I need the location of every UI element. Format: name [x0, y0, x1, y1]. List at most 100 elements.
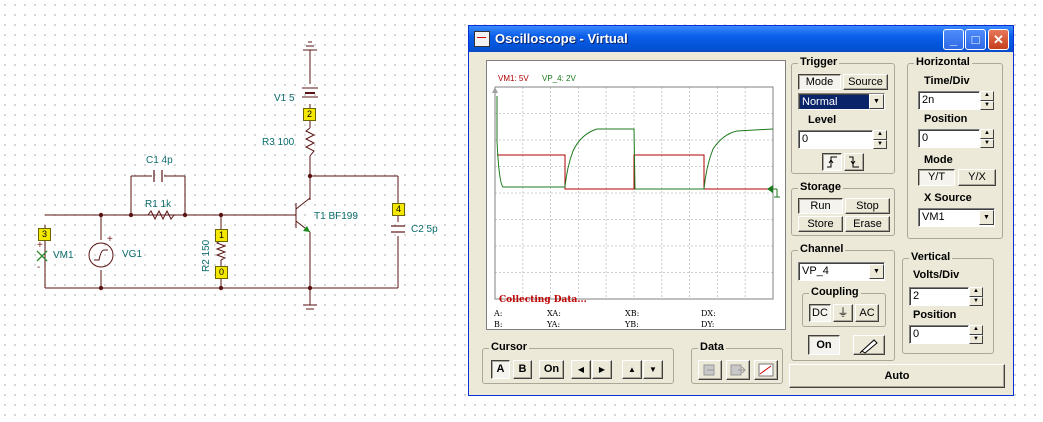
time-div-field[interactable]: 2n — [918, 91, 980, 110]
c1-label[interactable]: C1 4p — [146, 155, 173, 166]
cursor-b-button[interactable]: B — [513, 360, 532, 379]
vertical-position-field[interactable]: 0 — [909, 325, 969, 344]
storage-group: Storage Run Stop Store Erase — [791, 181, 895, 236]
vertical-position-label: Position — [913, 309, 957, 321]
x-source-label: X Source — [924, 192, 972, 204]
node-tag-3: 3 — [38, 228, 51, 241]
channel-probe-button[interactable] — [853, 335, 885, 355]
trigger-mode-tab[interactable]: Mode — [798, 74, 841, 90]
probe-pen-icon — [859, 339, 878, 354]
channel-group-title: Channel — [798, 243, 846, 255]
time-div-spinner[interactable]: ▲▼ — [980, 91, 994, 110]
trigger-mode-select[interactable]: Normal — [798, 93, 885, 110]
c2-label[interactable]: C2 5p — [411, 224, 438, 235]
minus-sign: - — [37, 262, 41, 273]
oscilloscope-app-icon — [474, 31, 490, 47]
vg1-label[interactable]: VG1 — [122, 249, 143, 260]
trigger-level-spinner[interactable]: ▲▼ — [873, 130, 887, 149]
trigger-level-field[interactable]: 0 — [798, 130, 873, 149]
schematic-canvas[interactable]: 3 2 1 0 4 V1 5 R3 100 C1 4p R1 1k T1 BF1… — [0, 0, 460, 422]
vm1-label[interactable]: VM1 — [53, 250, 74, 261]
readout-xb: XB: — [625, 309, 640, 318]
cursor-a-button[interactable]: A — [491, 360, 510, 379]
coupling-gnd-button[interactable]: ⏚ — [833, 304, 853, 322]
x-source-select[interactable]: VM1 — [918, 208, 995, 227]
maximize-button[interactable]: □ — [965, 29, 986, 50]
r2-label[interactable]: R2 150 — [201, 239, 212, 272]
data-export-button[interactable] — [726, 360, 750, 380]
data-group-title: Data — [698, 341, 726, 353]
node-tag-4: 4 — [392, 203, 405, 216]
trigger-mode-dropdown-arrow[interactable]: ▼ — [869, 94, 884, 109]
mode-yx-button[interactable]: Y/X — [958, 169, 996, 186]
scope-screen[interactable]: VM1: 5V VP_4: 2V — [486, 60, 786, 330]
storage-run-button[interactable]: Run — [798, 198, 843, 214]
horizontal-position-label: Position — [924, 113, 968, 125]
t1-label[interactable]: T1 BF199 — [314, 211, 358, 222]
readout-ya: YA: — [547, 320, 561, 329]
data-export-icon — [730, 364, 746, 376]
horizontal-group-title: Horizontal — [914, 56, 972, 68]
node-tag-2: 2 — [303, 108, 316, 121]
title-bar[interactable]: Oscilloscope - Virtual _ □ ✕ — [469, 26, 1013, 52]
node-tag-0: 0 — [215, 266, 228, 279]
trigger-falling-edge-button[interactable] — [844, 153, 864, 171]
cursor-right-button[interactable]: ▶ — [592, 360, 612, 379]
horizontal-position-spinner[interactable]: ▲▼ — [980, 129, 994, 148]
plus-sign: + — [37, 240, 43, 251]
coupling-ac-button[interactable]: AC — [855, 304, 879, 322]
channel-on-button[interactable]: On — [808, 335, 840, 355]
trigger-rising-edge-button[interactable] — [822, 153, 842, 171]
minimize-button[interactable]: _ — [943, 29, 964, 50]
volts-div-field[interactable]: 2 — [909, 287, 969, 306]
r1-label[interactable]: R1 1k — [145, 199, 172, 210]
storage-stop-button[interactable]: Stop — [845, 198, 890, 214]
vertical-position-spinner[interactable]: ▲▼ — [969, 325, 983, 344]
circuit-wiring — [36, 41, 405, 310]
vertical-group: Vertical Volts/Div 2 ▲▼ Position 0 ▲▼ — [902, 251, 994, 354]
volts-div-label: Volts/Div — [913, 269, 960, 281]
volts-div-spinner[interactable]: ▲▼ — [969, 287, 983, 306]
cursor-up-button[interactable]: ▲ — [622, 360, 642, 379]
channel-select[interactable]: VP_4 — [798, 262, 885, 281]
vg1-plus-sign: + — [107, 234, 113, 245]
data-import-button[interactable] — [698, 360, 722, 380]
readout-yb: YB: — [625, 320, 639, 329]
data-graph-button[interactable] — [754, 360, 778, 380]
legend-vm1: VM1: 5V — [498, 74, 529, 83]
readout-a: A: — [494, 309, 503, 318]
close-button[interactable]: ✕ — [988, 29, 1009, 50]
v1-label[interactable]: V1 5 — [274, 93, 295, 104]
window-title: Oscilloscope - Virtual — [495, 31, 628, 46]
mode-label: Mode — [924, 154, 953, 166]
storage-store-button[interactable]: Store — [798, 216, 843, 232]
graph-icon — [758, 363, 774, 377]
storage-group-title: Storage — [798, 181, 843, 193]
readout-dy: DY: — [701, 320, 715, 329]
legend-vp4: VP_4: 2V — [542, 74, 576, 83]
cursor-left-button[interactable]: ◀ — [571, 360, 591, 379]
scope-plot — [492, 86, 780, 300]
readout-xa: XA: — [547, 309, 561, 318]
status-collecting-data: Collecting Data... — [499, 295, 587, 305]
coupling-dc-button[interactable]: DC — [809, 304, 831, 322]
mode-yt-button[interactable]: Y/T — [918, 169, 955, 186]
trigger-source-tab[interactable]: Source — [843, 74, 888, 90]
rising-edge-icon — [827, 156, 837, 168]
x-source-dropdown-arrow[interactable]: ▼ — [979, 210, 994, 225]
r3-label[interactable]: R3 100 — [262, 137, 295, 148]
auto-button[interactable]: Auto — [789, 364, 1005, 388]
cursor-on-button[interactable]: On — [539, 360, 564, 379]
vertical-group-title: Vertical — [909, 251, 953, 263]
trigger-group-title: Trigger — [798, 56, 840, 68]
oscilloscope-window: Oscilloscope - Virtual _ □ ✕ VM1: 5V VP_… — [468, 25, 1014, 396]
horizontal-position-field[interactable]: 0 — [918, 129, 980, 148]
trigger-group: Trigger Mode Source Normal ▼ Level 0 ▲▼ — [791, 56, 895, 174]
cursor-down-button[interactable]: ▼ — [643, 360, 663, 379]
coupling-group-title: Coupling — [809, 286, 861, 298]
horizontal-group: Horizontal Time/Div 2n ▲▼ Position 0 ▲▼ … — [907, 56, 1003, 239]
cursor-group: Cursor A B On ◀ ▶ ▲ ▼ — [482, 341, 674, 384]
channel-dropdown-arrow[interactable]: ▼ — [869, 264, 884, 279]
channel-group: Channel VP_4 ▼ Coupling DC ⏚ AC On — [791, 243, 895, 361]
storage-erase-button[interactable]: Erase — [845, 216, 890, 232]
